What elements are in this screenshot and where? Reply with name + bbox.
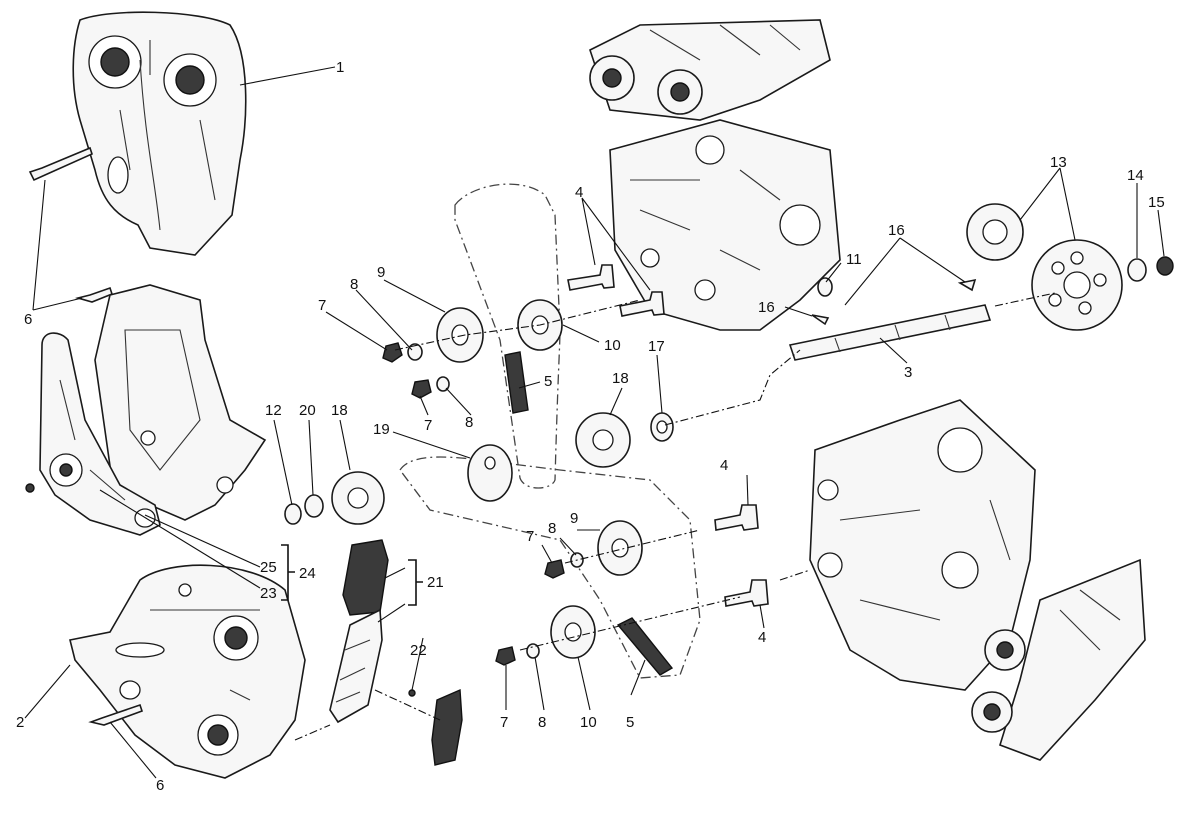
callout-1: 1 [336,59,344,76]
callout-6a: 6 [24,311,32,328]
callout-16b: 16 [758,299,775,316]
callout-8b: 8 [465,414,473,431]
shaft-keys-and-circlip [811,277,977,326]
timing-belt-upper [454,183,561,489]
lower-belt-cover [69,564,306,779]
callout-7d: 7 [500,714,508,731]
alignment-lines [294,292,1056,741]
callout-5b: 5 [626,714,634,731]
bracket-24 [281,544,295,601]
callout-5a: 5 [544,373,552,390]
callout-8a: 8 [350,276,358,293]
callout-10b: 10 [580,714,597,731]
callout-3: 3 [904,364,912,381]
callout-4c: 4 [758,629,766,646]
callout-22: 22 [410,642,427,659]
callout-15: 15 [1148,194,1165,211]
timing-shaft [788,304,992,361]
callout-19: 19 [373,421,390,438]
upper-cylinder-head [609,119,841,331]
callout-7c: 7 [526,528,534,545]
callout-17: 17 [648,338,665,355]
toothed-belt-segments [504,351,674,676]
callout-7a: 7 [318,297,326,314]
callout-24: 24 [299,565,316,582]
callout-11: 11 [846,251,862,268]
leader-lines [24,66,1165,779]
callout-18a: 18 [331,402,348,419]
drive-pulleys [284,412,674,525]
callout-10a: 10 [604,337,621,354]
callout-labels: 1 2 3 4 4 4 4 5 5 5 6 6 7 7 7 7 8 8 8 8 … [16,59,1165,794]
callout-18b: 18 [612,370,629,387]
vertical-camshaft-assembly [589,19,831,121]
callout-8d: 8 [538,714,546,731]
callout-25: 25 [260,559,277,576]
timing-gears-right [966,203,1174,331]
callout-4a: 4 [575,184,583,201]
idler-pins [567,264,769,607]
washers-and-nuts [382,342,584,666]
callout-2: 2 [16,714,24,731]
callout-7b: 7 [424,417,432,434]
callout-16a: 16 [888,222,905,239]
bracket-21 [408,559,423,606]
callout-9b: 9 [570,510,578,527]
callout-9a: 9 [377,264,385,281]
lower-camshaft-assembly [971,558,1146,761]
callout-4b: 4 [720,457,728,474]
inspection-cover-set [329,539,463,766]
upper-belt-cover [72,11,247,256]
callout-21: 21 [427,574,444,591]
rear-belt-cover-plate [94,284,267,521]
callout-6b: 6 [156,777,164,794]
callout-8c: 8 [548,520,556,537]
callout-14: 14 [1127,167,1144,184]
callout-20: 20 [299,402,316,419]
screws [28,146,416,726]
callout-13: 13 [1050,154,1067,171]
callout-23: 23 [260,585,277,602]
callout-12: 12 [265,402,282,419]
